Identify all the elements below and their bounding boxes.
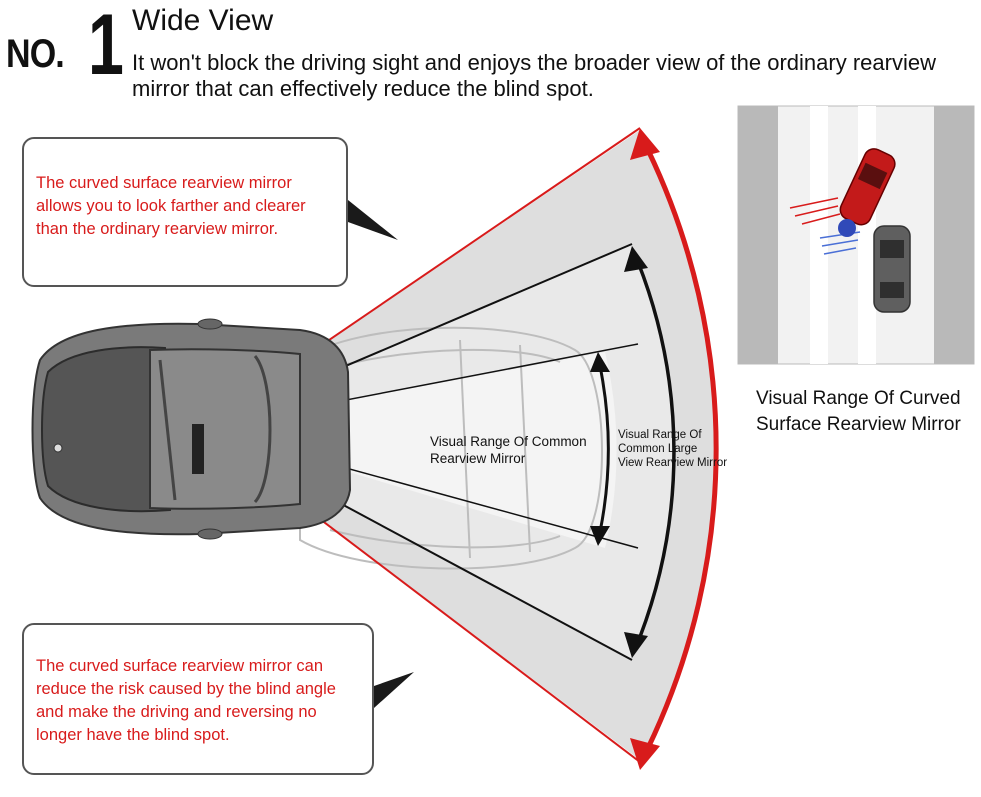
callout-top: The curved surface rearview mirror allow… (22, 137, 348, 287)
callout-bottom-text: The curved surface rearview mirror can r… (36, 657, 336, 744)
label-large-line-1: Visual Range Of (618, 429, 702, 441)
common-arc-arrowhead-bottom (590, 526, 610, 546)
heading-title: Wide View (132, 4, 274, 37)
heading-description: It won't block the driving sight and enj… (132, 50, 936, 101)
heading-prefix: NO. (6, 32, 65, 76)
common-range-sector (200, 352, 617, 548)
label-large-line-2: Common Large (618, 443, 698, 455)
callout-top-tail (348, 200, 398, 240)
car-top-view (31, 318, 352, 540)
large-range-arc (636, 261, 676, 643)
callout-top-text: The curved surface rearview mirror allow… (36, 174, 306, 238)
curved-arc-arrowhead-bottom (630, 738, 660, 770)
callout-bottom: The curved surface rearview mirror can r… (22, 623, 374, 775)
label-common-line-2: Rearview Mirror (430, 451, 526, 466)
inset-road-picture (737, 105, 975, 365)
large-arc-arrowhead-bottom (624, 632, 648, 658)
label-curved-line-1: Visual Range Of Curved (756, 388, 961, 409)
common-range-arc (598, 365, 610, 533)
label-curved-line-2: Surface Rearview Mirror (756, 414, 961, 435)
label-curved-range: Visual Range Of Curved Surface Rearview … (756, 386, 961, 438)
label-common-line-1: Visual Range Of Common (430, 434, 587, 449)
label-common-range: Visual Range Of Common Rearview Mirror (430, 433, 587, 467)
heading-number: 1 (88, 0, 124, 93)
common-arc-arrowhead-top (590, 352, 610, 372)
label-large-range: Visual Range Of Common Large View Rearvi… (618, 428, 727, 470)
callout-bottom-tail (374, 672, 414, 708)
curved-arc-arrowhead-top (630, 128, 660, 160)
curved-range-arc (645, 148, 719, 750)
label-large-line-3: View Rearview Mirror (618, 457, 728, 469)
large-arc-arrowhead-top (624, 246, 648, 272)
